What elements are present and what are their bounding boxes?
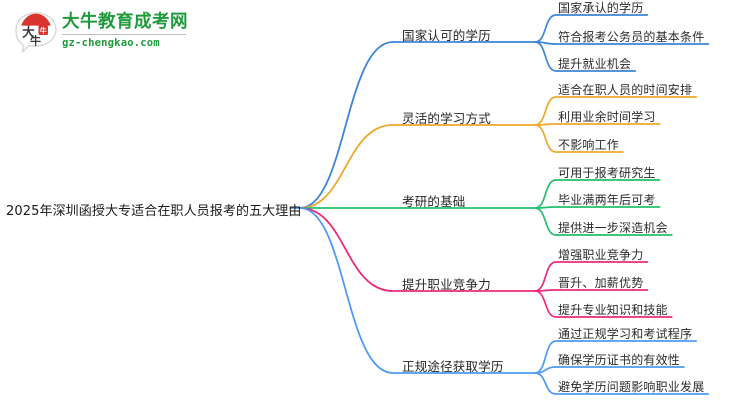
leaf-node[interactable]: 提升就业机会	[558, 57, 632, 71]
daniu-mascot-icon: 牛 大 牛	[15, 12, 57, 53]
leaf-node[interactable]: 国家承认的学历	[558, 1, 644, 15]
root-node[interactable]: 2025年深圳函授大专适合在职人员报考的五大理由	[6, 204, 302, 219]
leaf-node[interactable]: 通过正规学习和考试程序	[558, 327, 693, 341]
logo-name-cn: 大牛教育成考网	[62, 12, 188, 32]
leaf-node[interactable]: 可用于报考研究生	[558, 166, 656, 180]
svg-text:大: 大	[22, 25, 35, 40]
leaf-node[interactable]: 符合报考公务员的基本条件	[558, 30, 705, 44]
leaf-node[interactable]: 毕业满两年后可考	[558, 193, 656, 207]
branch-label-1[interactable]: 国家认可的学历	[402, 28, 491, 43]
leaf-node[interactable]: 确保学历证书的有效性	[558, 353, 681, 367]
branch-label-5[interactable]: 正规途径获取学历	[402, 359, 504, 374]
leaf-node[interactable]: 不影响工作	[558, 138, 620, 152]
leaf-node[interactable]: 提供进一步深造机会	[558, 221, 668, 235]
branch-label-3[interactable]: 考研的基础	[402, 194, 466, 209]
logo-divider	[62, 34, 186, 35]
leaf-node[interactable]: 适合在职人员的时间安排	[558, 83, 693, 97]
logo-text: 大牛教育成考网 gz-chengkao.com	[62, 12, 192, 49]
leaf-node[interactable]: 避免学历问题影响职业发展	[558, 380, 705, 394]
leaf-node[interactable]: 晋升、加薪优势	[558, 276, 644, 290]
branch-label-4[interactable]: 提升职业竞争力	[402, 277, 491, 292]
logo-domain: gz-chengkao.com	[62, 37, 160, 49]
branch-label-2[interactable]: 灵活的学习方式	[402, 111, 491, 126]
svg-text:牛: 牛	[40, 26, 47, 35]
leaf-node[interactable]: 提升专业知识和技能	[558, 303, 668, 317]
leaf-node[interactable]: 增强职业竞争力	[558, 248, 644, 262]
leaf-node[interactable]: 利用业余时间学习	[558, 110, 656, 124]
site-logo[interactable]: 牛 大 牛 大牛教育成考网 gz-chengkao.com	[14, 8, 194, 56]
svg-text:牛: 牛	[30, 34, 41, 48]
